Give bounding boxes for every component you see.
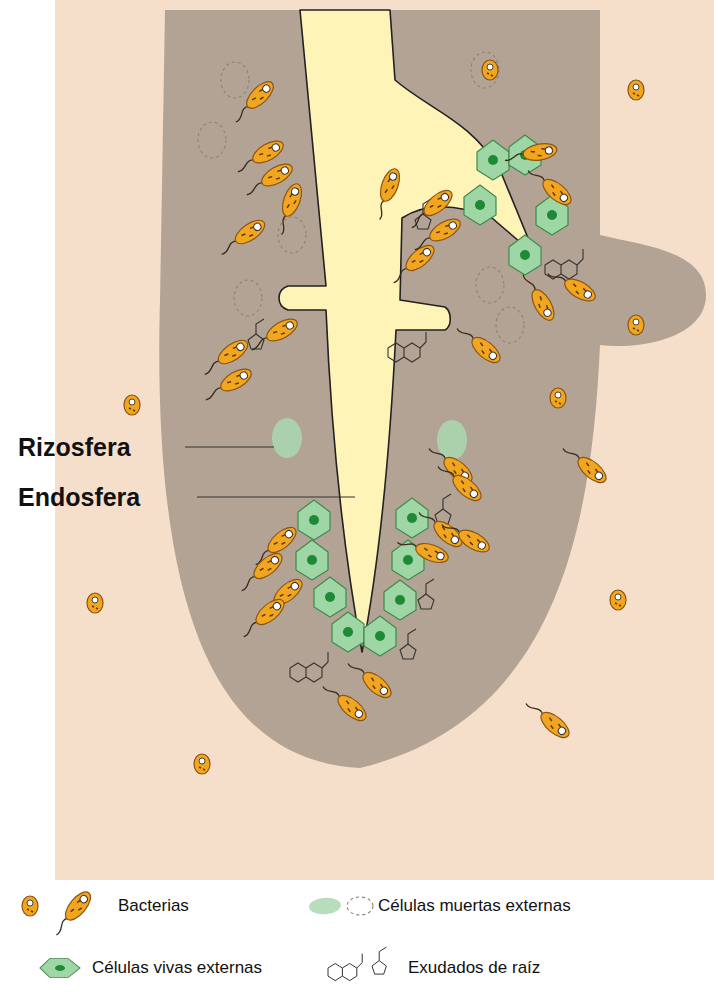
bacterium (387, 241, 438, 287)
bacterium (235, 549, 286, 595)
bacterium (610, 590, 626, 610)
bacterium (319, 679, 370, 725)
bacterium (237, 595, 288, 641)
soil-ground (55, 0, 714, 880)
legend-text: Células vivas externas (92, 958, 262, 978)
bacterium (628, 315, 644, 335)
live-cells (296, 135, 568, 656)
bacterium (545, 265, 599, 305)
bacterium (370, 166, 403, 221)
leader-line (197, 496, 355, 497)
bacterium (559, 441, 610, 487)
endosphere-root (279, 10, 535, 652)
bacterium (272, 181, 305, 236)
bacterium (482, 60, 498, 80)
bacterium (503, 141, 558, 166)
bacterium (124, 395, 140, 415)
bacterium (395, 533, 450, 566)
rhizosphere-region (159, 10, 706, 768)
bacterium (550, 388, 566, 408)
root-exudates (248, 199, 583, 682)
region-label: Endosfera (18, 483, 140, 512)
bacterium (524, 163, 575, 209)
leader-line (185, 446, 274, 447)
bacterium (201, 365, 255, 405)
bacterium (518, 270, 558, 324)
legend-text: Bacterias (118, 896, 189, 916)
bacterium (194, 754, 210, 774)
legend-text: Células muertas externas (378, 896, 571, 916)
bacterium (453, 321, 504, 367)
bacteria (87, 60, 644, 774)
bacterium (229, 77, 278, 126)
bacterium (247, 315, 301, 355)
legend-samples (22, 888, 386, 981)
region-label: Rizosfera (18, 433, 131, 462)
bacterium (87, 593, 103, 613)
legend-text: Exudados de raíz (408, 958, 540, 978)
bacterium (344, 656, 395, 702)
bacterium (410, 215, 464, 255)
bacterium (522, 696, 573, 742)
bacterium (434, 459, 485, 505)
bacterium (439, 516, 493, 556)
bacterium (628, 80, 644, 100)
bacterium (216, 216, 269, 260)
